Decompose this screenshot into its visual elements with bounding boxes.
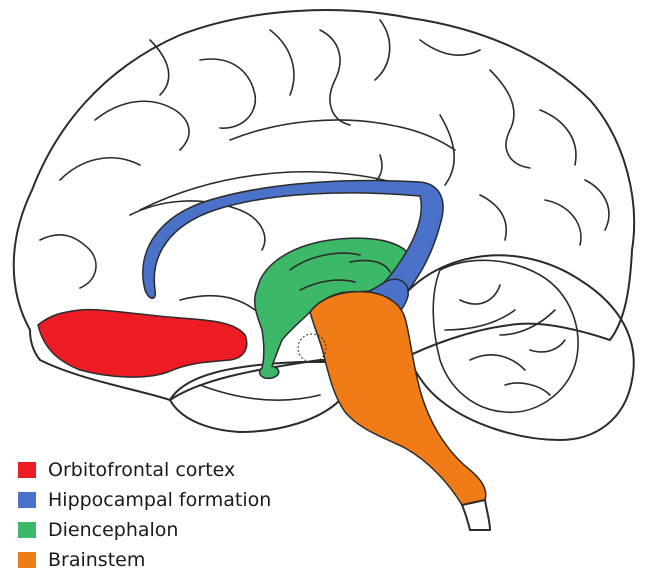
red-square-icon	[18, 462, 36, 478]
blue-square-icon	[18, 492, 36, 508]
legend-item-diencephalon: Diencephalon	[18, 515, 271, 545]
legend-label: Hippocampal formation	[48, 491, 271, 510]
arbor-vitae	[433, 260, 578, 412]
orange-square-icon	[18, 552, 36, 568]
orbitofrontal-cortex-region	[38, 310, 247, 377]
legend-label: Orbitofrontal cortex	[48, 461, 235, 480]
legend-item-hippocampal: Hippocampal formation	[18, 485, 271, 515]
legend-item-orbitofrontal: Orbitofrontal cortex	[18, 455, 271, 485]
legend: Orbitofrontal cortex Hippocampal formati…	[18, 455, 271, 575]
green-square-icon	[18, 522, 36, 538]
legend-item-brainstem: Brainstem	[18, 545, 271, 575]
legend-label: Brainstem	[48, 551, 145, 570]
spinal-cord	[462, 500, 490, 530]
legend-label: Diencephalon	[48, 521, 178, 540]
brainstem-region	[310, 292, 486, 505]
